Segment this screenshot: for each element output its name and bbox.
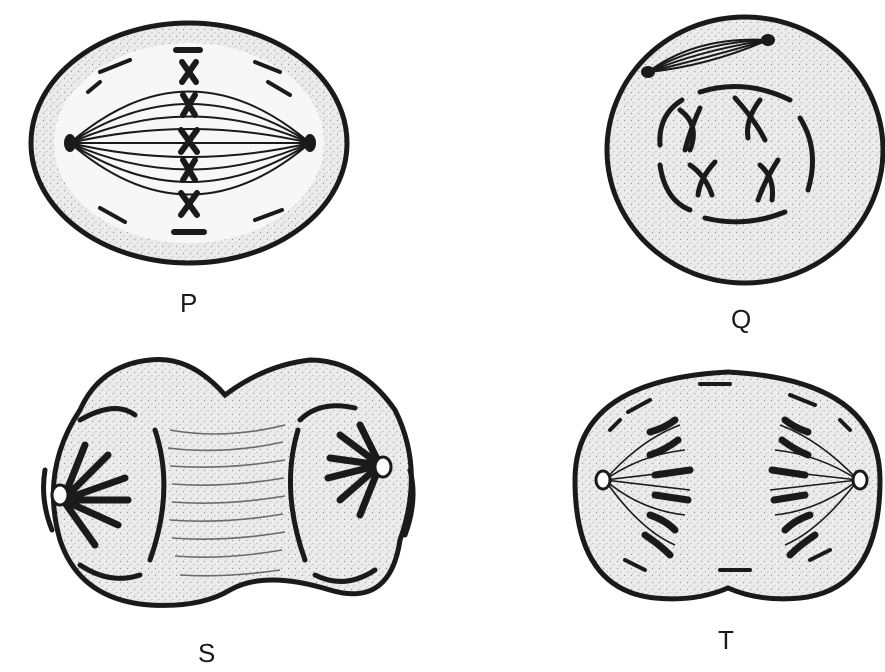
cell-p [31, 23, 347, 263]
label-p: P [180, 290, 197, 316]
cell-q-membrane [607, 17, 883, 283]
cell-t-membrane [575, 372, 880, 599]
cell-q [607, 17, 883, 283]
cell-s [44, 359, 414, 605]
label-s: S [198, 640, 215, 666]
cell-s-centriole-right [375, 457, 391, 477]
label-q: Q [731, 306, 751, 332]
cell-s-centriole-left [52, 485, 68, 505]
label-t: T [718, 627, 734, 653]
cell-t [575, 372, 880, 599]
